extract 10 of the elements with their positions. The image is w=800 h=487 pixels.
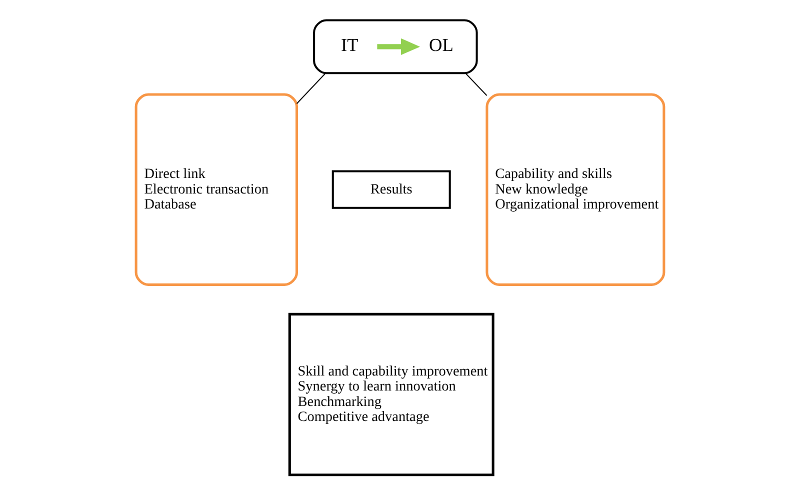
arrow: [377, 38, 420, 56]
node-box: Direct link Electronic transaction Database: [134, 93, 298, 286]
node-box: Skill and capability improvement Synergy to learn innovation Benchmarking Competitive advantage: [288, 312, 494, 476]
cluster: [313, 19, 478, 74]
node-text: OL: [428, 35, 454, 56]
node-box: Capability and skills New knowledge Organizational improvement: [486, 93, 666, 286]
node-box: Results: [332, 170, 451, 209]
connector: [296, 72, 326, 104]
connector: [465, 72, 488, 96]
node-text: IT: [341, 35, 358, 56]
